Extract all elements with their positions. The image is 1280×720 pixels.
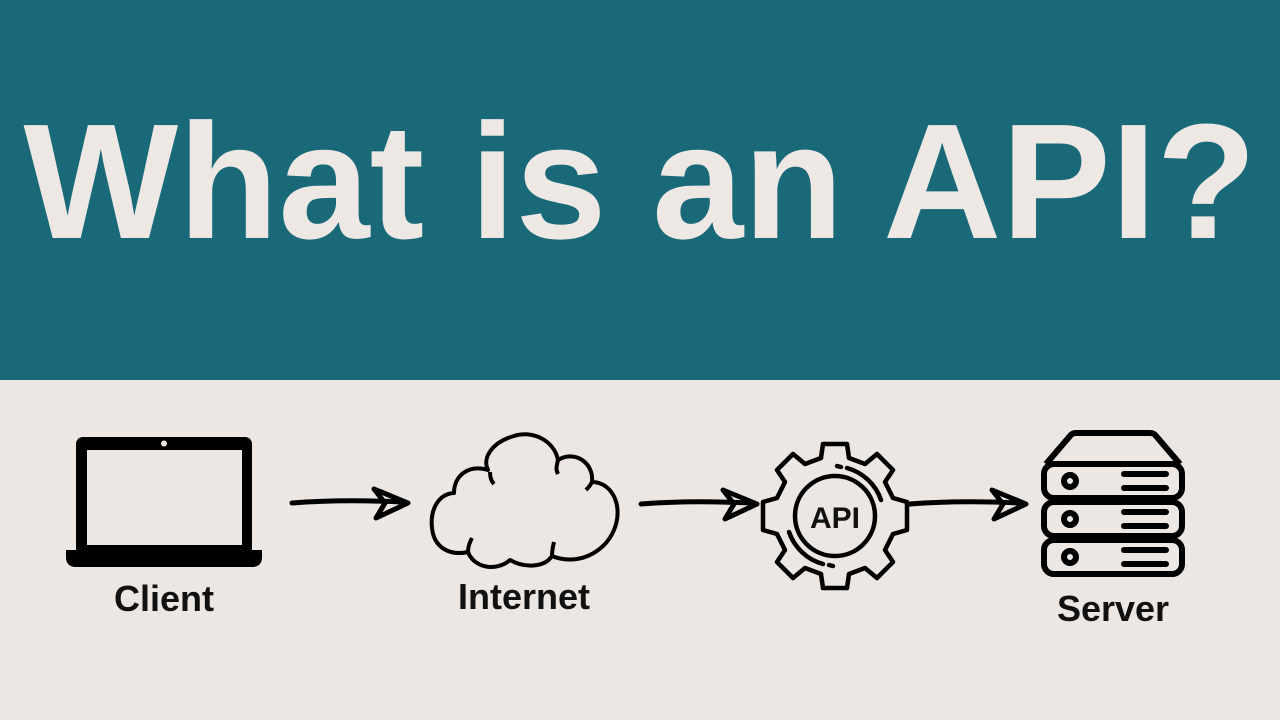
api-label: API xyxy=(810,502,860,535)
title-banner: What is an API? xyxy=(0,0,1280,380)
server-icon xyxy=(1041,430,1185,577)
arrow-icon xyxy=(907,487,1029,522)
server-label: Server xyxy=(1056,588,1170,629)
gear-icon: API xyxy=(760,441,910,591)
arrow-icon xyxy=(638,487,760,522)
arrow-icon xyxy=(289,486,411,521)
internet-label: Internet xyxy=(457,576,590,617)
cloud-icon xyxy=(429,432,620,569)
client-label: Client xyxy=(113,578,214,619)
page-title: What is an API? xyxy=(23,90,1257,273)
laptop-icon xyxy=(66,437,262,567)
